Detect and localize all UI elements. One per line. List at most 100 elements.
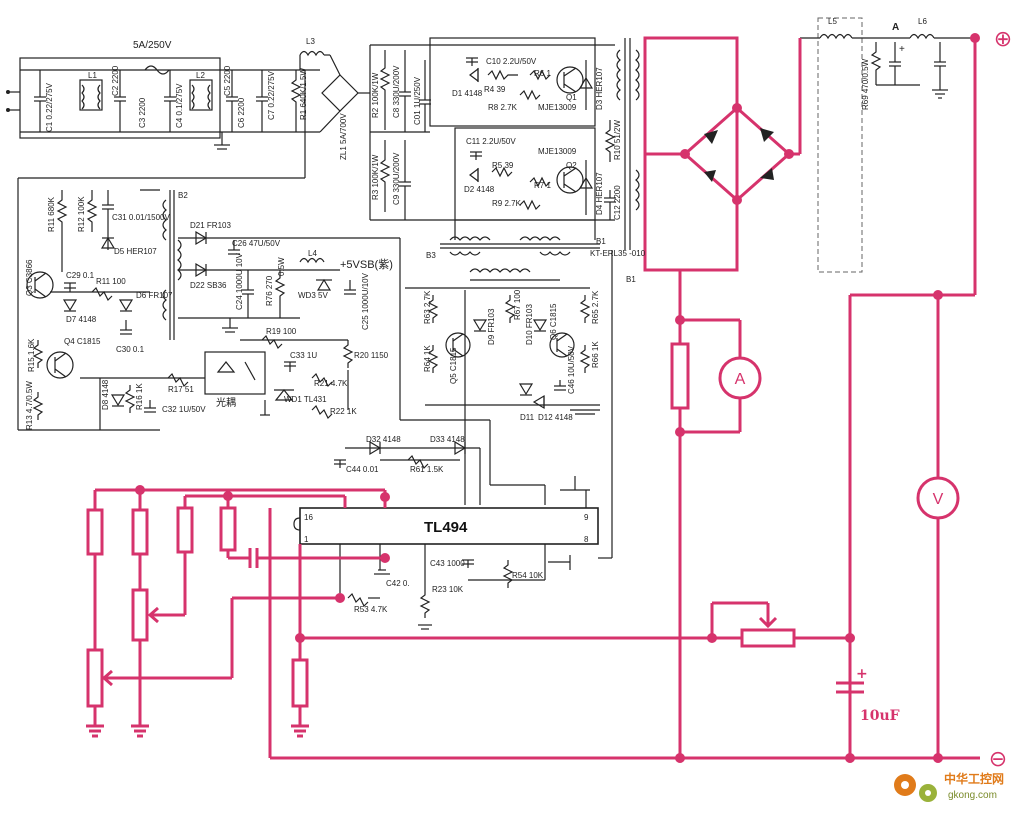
label-D33: D33 4148 (430, 435, 465, 444)
label-Q1: Q1 (566, 93, 577, 102)
watermark: 中华工控网 gkong.com (894, 771, 1004, 802)
positive-terminal-icon: ⊕ (994, 27, 1012, 52)
ammeter (718, 356, 762, 400)
label-R22: R22 1K (330, 407, 357, 416)
label-Q6: Q6 C1815 (549, 303, 558, 340)
label-R76: R76 270 (265, 275, 274, 306)
label-C43: C43 1000 (430, 559, 465, 568)
label-C44: C44 0.01 (346, 465, 379, 474)
label-L5: L5 (828, 17, 837, 26)
label-A: A (892, 22, 899, 33)
label-C3: C3 2200 (138, 97, 147, 128)
label-C11: C11 2.2U/50V (466, 137, 516, 146)
label-C10: C10 2.2U/50V (486, 57, 537, 66)
label-D11: D11 (520, 413, 535, 422)
label-Q1-part: MJE13009 (538, 103, 577, 112)
label-R7: R7 1 (534, 181, 551, 190)
fuse-label: 5A/250V (133, 40, 172, 51)
label-D32: D32 4148 (366, 435, 401, 444)
label-D2: D2 4148 (464, 185, 495, 194)
label-R61: R61 1.5K (410, 465, 444, 474)
label-C1: C1 0.22/275V (45, 82, 54, 132)
label-C31: C31 0.01/1500V (112, 213, 170, 222)
label-C4: C4 0.1/275V (175, 83, 184, 128)
label-C25: C25 1000U/10V (361, 272, 370, 330)
label-R11: R11 680K (47, 196, 56, 232)
label-B3: B3 (426, 251, 436, 260)
label-R12: R12 100K (77, 196, 86, 232)
label-R19: R19 100 (266, 327, 297, 336)
label-C01: C01 1U/250V (413, 76, 422, 125)
pin-16: 16 (304, 513, 313, 522)
label-C29: C29 0.1 (66, 271, 95, 280)
label-B2: B2 (178, 191, 188, 200)
label-B1b: B1 (626, 275, 636, 284)
label-D12: D12 4148 (538, 413, 573, 422)
label-R53: R53 4.7K (354, 605, 388, 614)
pin-8: 8 (584, 535, 589, 544)
label-R66: R66 1K (591, 341, 600, 368)
measurement-overlay: A V + 10uF ⊕ ⊖ (86, 27, 1012, 772)
standby-supply (17, 70, 401, 431)
label-C6: C6 2200 (237, 97, 246, 128)
label-Q4: Q4 C1815 (64, 337, 101, 346)
drive-stage (334, 250, 613, 559)
label-D5: D5 HER107 (114, 247, 157, 256)
label-Q5: Q5 C1815 (449, 347, 458, 384)
label-R76-watt: 0.5W (277, 257, 286, 276)
label-C2: C2 2200 (111, 65, 120, 96)
label-D22: D22 SB36 (190, 281, 227, 290)
label-R69: R69 470/0.5W (861, 58, 870, 110)
label-WD1: WD1 TL431 (284, 395, 327, 404)
label-D6: D6 FR107 (136, 291, 173, 300)
label-R3: R3 100K/1W (371, 154, 380, 200)
label-C5: C5 2200 (223, 65, 232, 96)
label-vsb: +5VSB(紫) (340, 258, 393, 271)
label-L4: L4 (308, 249, 317, 258)
label-plus: + (899, 44, 905, 55)
label-R64: R64 1K (423, 345, 432, 372)
label-L1: L1 (88, 71, 97, 80)
label-R9: R9 2.7K (492, 199, 522, 208)
label-R6: R6 1 (534, 69, 551, 78)
label-L2: L2 (196, 71, 205, 80)
tl494-area (293, 476, 599, 630)
label-D21: D21 FR103 (190, 221, 231, 230)
output-choke-outline (817, 17, 863, 273)
ammeter-label: A (735, 371, 746, 388)
label-C26: C26 47U/50V (232, 239, 281, 248)
label-D7: D7 4148 (66, 315, 97, 324)
label-R65: R65 2.7K (591, 290, 600, 324)
label-R15: R15 1.6K (27, 338, 36, 372)
half-bridge (369, 37, 640, 256)
label-R8: R8 2.7K (488, 103, 518, 112)
component-labels: 5A/250V L1 L2 L3 C1 0.22/275V C2 2200 C3… (25, 17, 927, 614)
label-opto: 光耦 (216, 396, 236, 409)
label-C32: C32 1U/50V (162, 405, 206, 414)
label-Q2: Q2 (566, 161, 577, 170)
label-C46: C46 10U/50V (567, 345, 576, 394)
watermark-text: 中华工控网 (944, 771, 1004, 786)
label-R67: R67 100 (513, 289, 522, 320)
label-L3: L3 (306, 37, 315, 46)
label-R2: R2 100K/1W (371, 72, 380, 118)
label-B1: B1 (596, 237, 606, 246)
label-D1: D1 4148 (452, 89, 483, 98)
label-C24: C24 1000U 10V (235, 252, 244, 310)
cap-polarity: + (856, 666, 868, 682)
label-R20: R20 1150 (354, 351, 389, 360)
label-D4: D4 HER107 (595, 172, 604, 215)
label-C12: C12 2200 (613, 185, 622, 220)
negative-terminal-icon: ⊖ (989, 747, 1007, 772)
output-filter (800, 17, 975, 273)
voltmeter (916, 476, 960, 520)
pin-9: 9 (584, 513, 589, 522)
label-ZL1: ZL1 5A/700V (339, 113, 348, 160)
label-D3: D3 HER107 (595, 67, 604, 110)
label-Q2-part: MJE13009 (538, 147, 577, 156)
label-D8: D8 4148 (101, 379, 110, 410)
label-B1-part: KT-ERL35 -010 (590, 249, 646, 258)
label-C33: C33 1U (290, 351, 317, 360)
label-L6: L6 (918, 17, 927, 26)
watermark-url: gkong.com (948, 790, 997, 801)
